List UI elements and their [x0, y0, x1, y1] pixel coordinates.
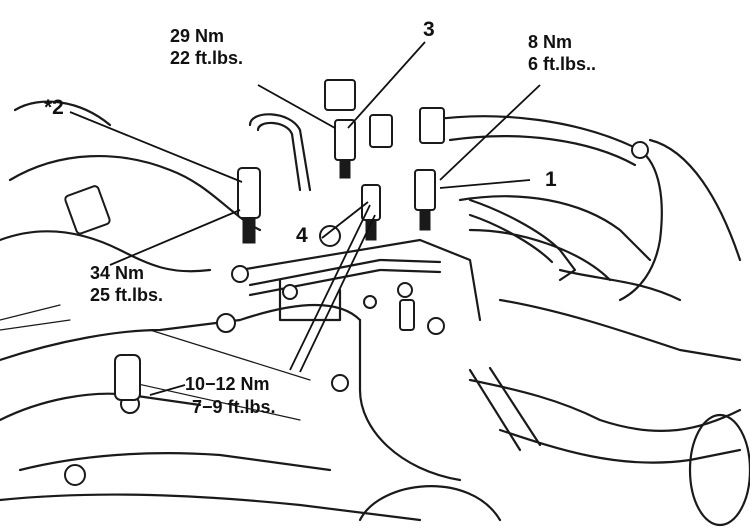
- torque-label-22ftlbs: 22 ft.lbs.: [170, 48, 244, 68]
- torque-label-8nm: 8 Nm: [528, 32, 573, 52]
- torque-label-10-12nm: 10−12 Nm: [185, 374, 270, 394]
- part-number-4: 4: [296, 224, 308, 247]
- torque-label-7-9ftlbs: 7−9 ft.lbs.: [192, 397, 276, 417]
- torque-label-6ftlbs: 6 ft.lbs..: [528, 54, 597, 74]
- sensor-parts: [64, 79, 649, 486]
- part-number-2: *2: [44, 96, 64, 119]
- part-number-1: 1: [545, 168, 557, 191]
- part-number-3: 3: [423, 18, 435, 41]
- leader-lines: [69, 41, 541, 396]
- torque-label-34nm: 34 Nm: [90, 263, 145, 283]
- torque-label-29nm: 29 Nm: [170, 26, 225, 46]
- hoses: [248, 113, 577, 297]
- engine-block-outline: [0, 100, 750, 527]
- torque-label-25ftlbs: 25 ft.lbs.: [90, 285, 164, 305]
